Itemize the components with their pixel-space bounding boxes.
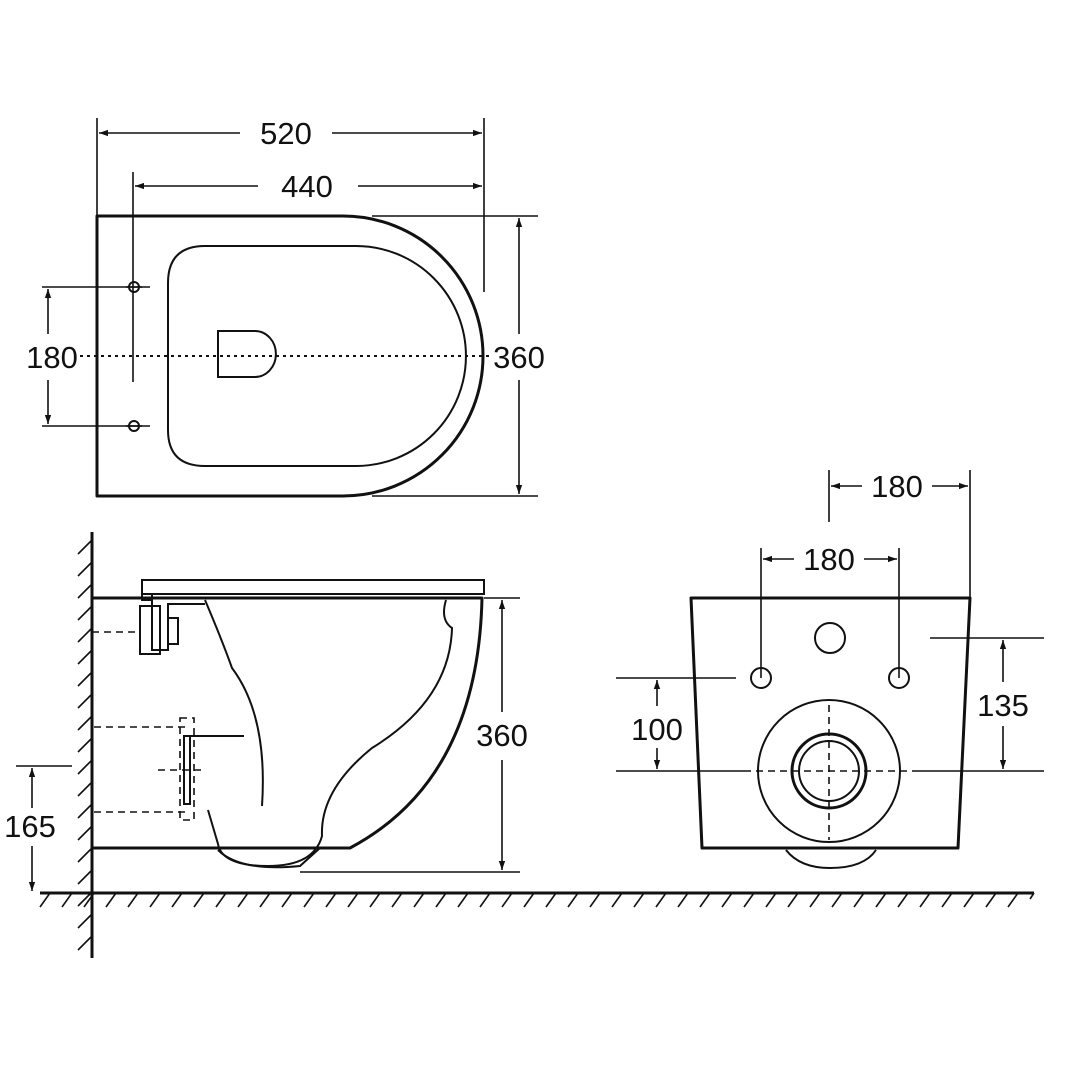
- dim-floor-to-inlet: 165: [4, 809, 56, 844]
- side-view-outline: [92, 596, 484, 850]
- wall-hatching: [77, 539, 93, 951]
- outlet-pipe: [183, 735, 191, 805]
- water-inlet-icon: [814, 622, 846, 654]
- outlet-connector: [94, 717, 195, 821]
- floor-hatching: [39, 892, 1035, 908]
- rear-view-foot: [785, 849, 877, 870]
- side-view-trapway: [207, 599, 454, 868]
- side-view: 360 165: [4, 532, 1035, 958]
- rear-view-outline: [689, 596, 972, 850]
- inlet-connector: [139, 605, 161, 655]
- dim-rear-bolt-spacing: 180: [803, 542, 855, 577]
- top-view: 520 440 180 360: [26, 116, 545, 498]
- side-view-bowl-foot: [217, 847, 321, 869]
- top-view-outline: [95, 214, 485, 498]
- rear-view: 180 180 100 135: [616, 469, 1044, 870]
- inlet-connector: [167, 617, 179, 645]
- top-view-bowl-rim: [167, 245, 467, 467]
- dim-side-height: 360: [476, 718, 528, 753]
- dim-width-fixing: 440: [281, 169, 333, 204]
- dim-bolt-spacing: 180: [26, 340, 78, 375]
- top-view-outlet-opening: [217, 330, 277, 378]
- side-view-inner-bowl: [204, 599, 264, 807]
- side-view-front-rim: [151, 600, 205, 651]
- dim-inlet-to-outlet: 135: [977, 688, 1029, 723]
- dim-depth: 360: [493, 340, 545, 375]
- dim-width-overall: 520: [260, 116, 312, 151]
- seat-lid: [141, 579, 485, 595]
- dim-rear-top-width: 180: [871, 469, 923, 504]
- dim-bolt-to-outlet: 100: [631, 712, 683, 747]
